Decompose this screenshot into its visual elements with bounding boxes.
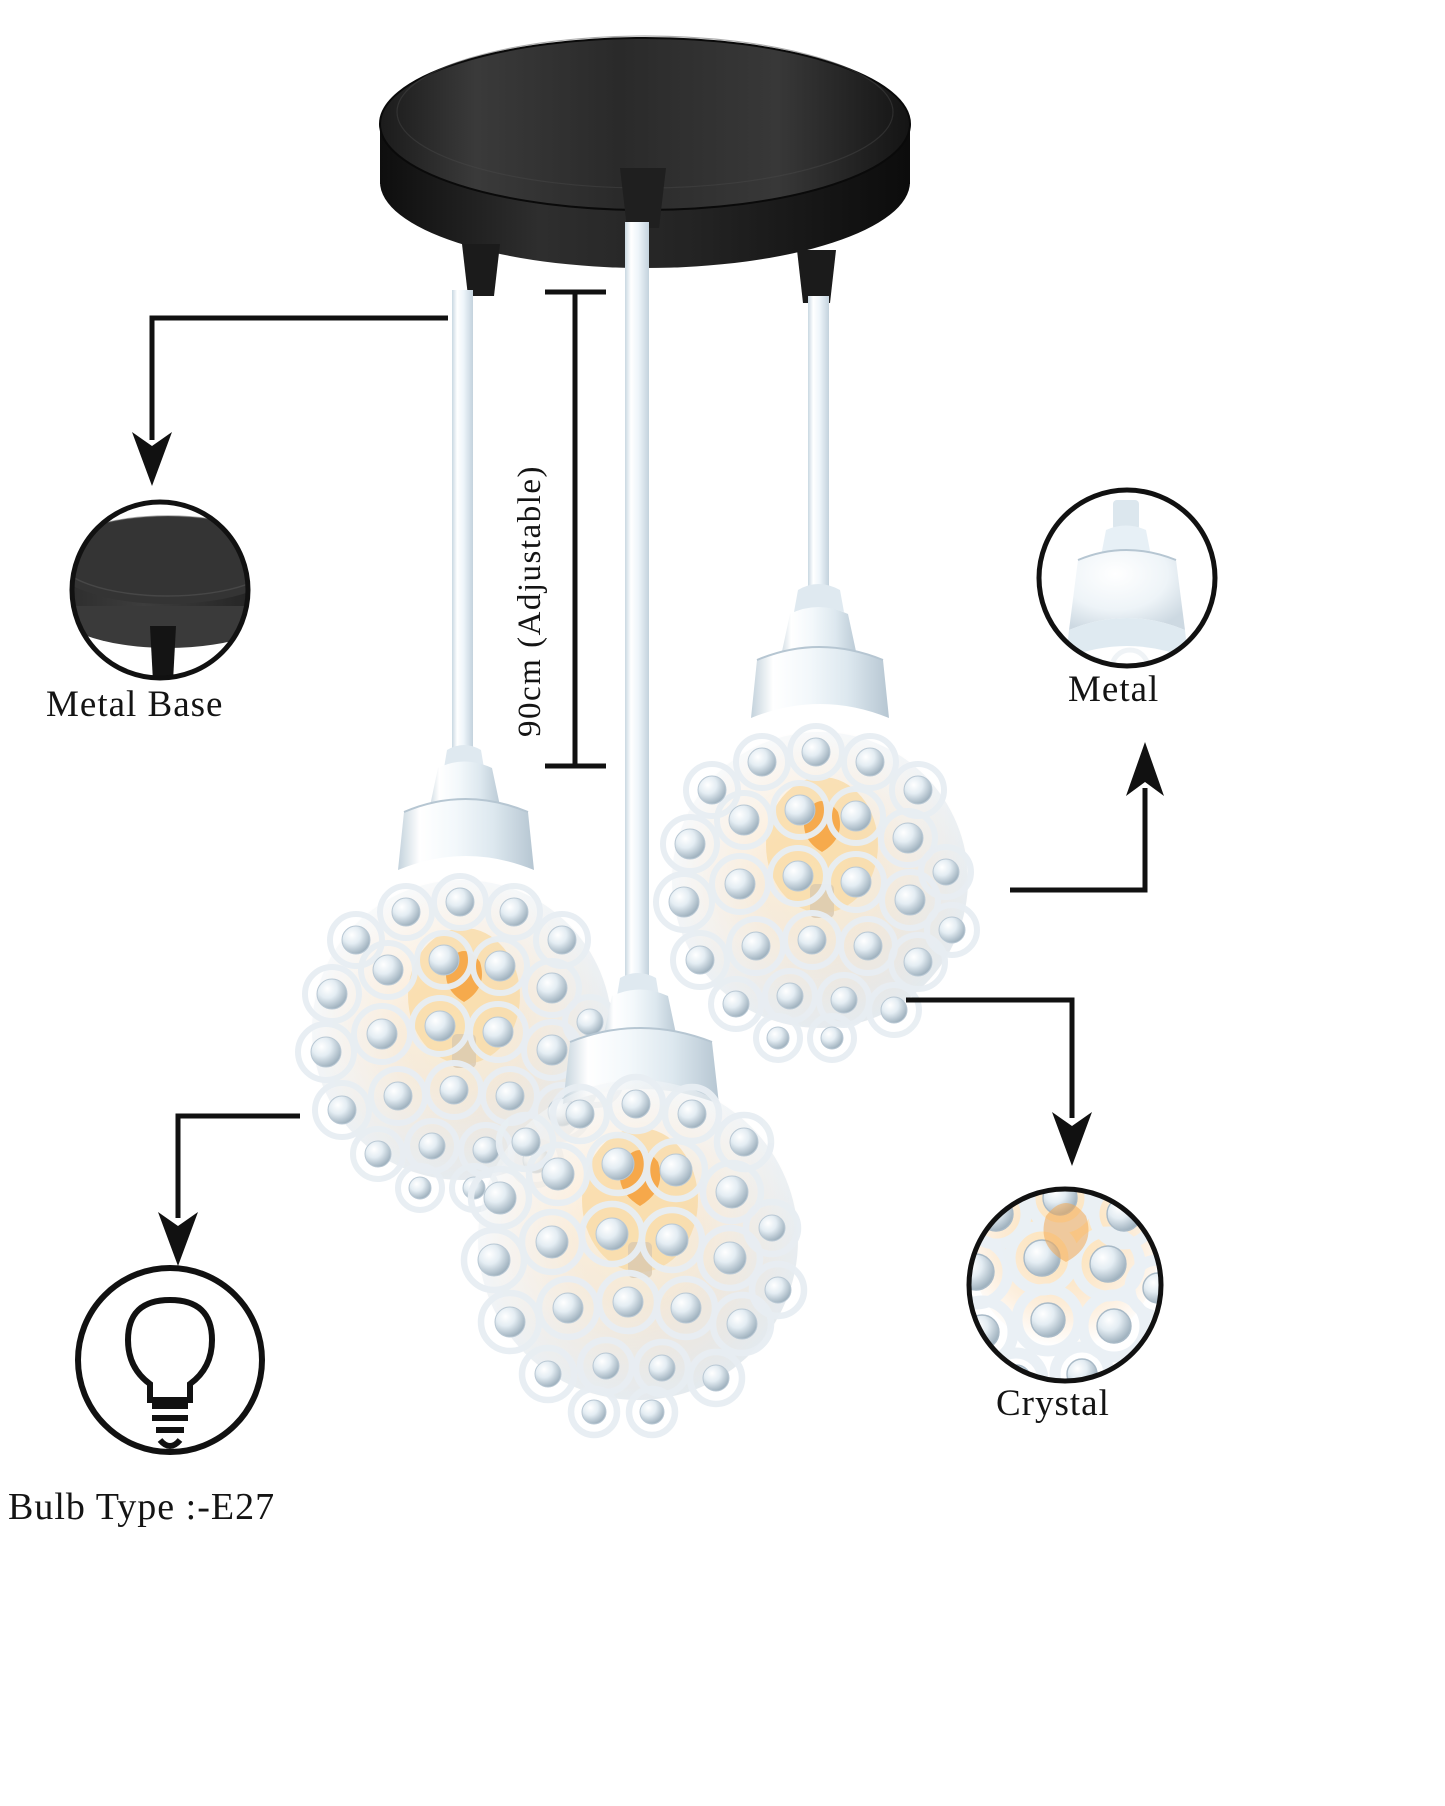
arrow-down-icon-bulb (158, 1212, 198, 1266)
lamp-center (460, 973, 808, 1439)
label-metal: Metal (1068, 669, 1160, 710)
crystal-inset (966, 1186, 1164, 1384)
lamp-right (653, 584, 980, 1063)
metal-base-inset (69, 499, 251, 681)
cord-grips (462, 168, 836, 303)
crystal-shade-left (295, 873, 624, 1213)
suspension-cords (452, 222, 829, 1012)
label-bulb-type: Bulb Type :-E27 (8, 1486, 276, 1528)
arrow-up-icon-metal (1126, 742, 1164, 796)
label-drop-length: 90cm (Adjustable) (512, 464, 548, 737)
label-crystal: Crystal (996, 1383, 1110, 1424)
dimension-line-icon (545, 289, 606, 769)
arrow-down-icon-crystal (1052, 1112, 1092, 1166)
callout-bulb-leader (175, 1113, 300, 1218)
light-bulb-outline-icon (75, 1265, 265, 1455)
crystal-shade-right (653, 723, 980, 1063)
label-metal-base: Metal Base (46, 684, 224, 725)
metal-inset (1036, 487, 1218, 669)
lamp-left (295, 745, 624, 1213)
callout-metal-base-leader (149, 315, 448, 440)
ceiling-canopy (379, 35, 911, 268)
callout-crystal-leader (906, 997, 1075, 1118)
crystal-shade-center (460, 1073, 808, 1439)
arrow-down-icon-metal-base (132, 432, 172, 486)
callout-metal-leader (1010, 788, 1148, 893)
